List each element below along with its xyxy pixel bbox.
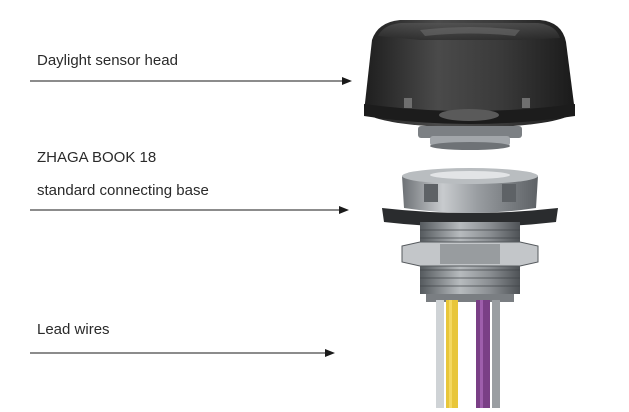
arrow-sensor-head — [30, 77, 352, 85]
sensor-head-icon — [364, 20, 575, 150]
label-lead-wires: Lead wires — [37, 321, 110, 338]
connecting-base-icon — [382, 168, 558, 302]
label-base-line1: ZHAGA BOOK 18 — [37, 149, 157, 166]
lead-wires-icon — [436, 300, 500, 408]
arrow-connecting-base — [30, 206, 349, 214]
arrow-lead-wires — [30, 349, 335, 357]
label-base-line2: standard connecting base — [37, 182, 209, 199]
label-sensor-head: Daylight sensor head — [37, 52, 178, 69]
